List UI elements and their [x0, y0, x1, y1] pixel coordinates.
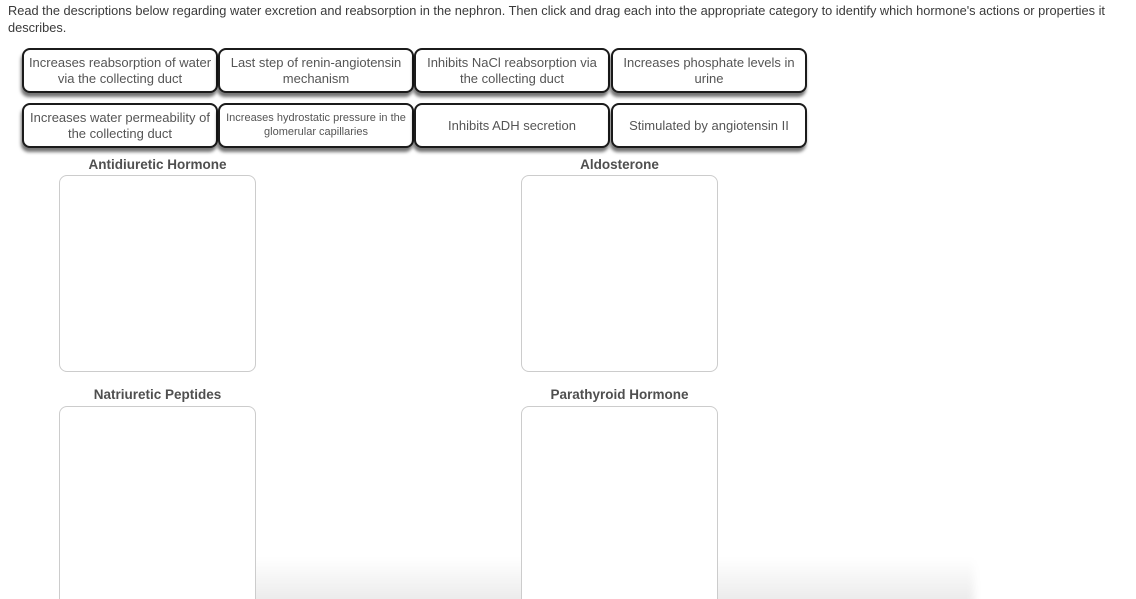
draggable-card-inhibits-nacl-reabsorption[interactable]: Inhibits NaCl reabsorption via the colle… [414, 48, 610, 93]
card-label: Inhibits NaCl reabsorption via the colle… [427, 55, 597, 86]
draggable-card-increases-water-permeability[interactable]: Increases water permeability of the coll… [22, 103, 218, 148]
draggable-card-last-step-renin-angiotensin[interactable]: Last step of renin-angiotensin mechanism [218, 48, 414, 93]
category-header-antidiuretic-hormone: Antidiuretic Hormone [88, 157, 227, 172]
card-label: Increases hydrostatic pressure in the gl… [226, 112, 406, 138]
dropzone-aldosterone[interactable] [521, 175, 718, 372]
card-label: Increases water permeability of the coll… [30, 110, 210, 141]
draggable-card-increases-reabsorption-water[interactable]: Increases reabsorption of water via the … [22, 48, 218, 93]
draggable-card-increases-hydrostatic-pressure[interactable]: Increases hydrostatic pressure in the gl… [218, 103, 414, 148]
card-label: Increases reabsorption of water via the … [28, 55, 212, 86]
dropzone-antidiuretic-hormone[interactable] [59, 175, 256, 372]
draggable-card-increases-phosphate-urine[interactable]: Increases phosphate levels in urine [611, 48, 807, 93]
card-label: Increases phosphate levels in urine [623, 55, 795, 86]
dropzone-parathyroid-hormone[interactable] [521, 406, 718, 599]
card-label: Inhibits ADH secretion [448, 117, 576, 133]
card-label: Stimulated by angiotensin II [629, 117, 789, 133]
category-header-natriuretic-peptides: Natriuretic Peptides [93, 387, 222, 402]
card-label: Last step of renin-angiotensin mechanism [230, 55, 402, 86]
draggable-card-stimulated-by-angiotensin[interactable]: Stimulated by angiotensin II [611, 103, 807, 148]
dropzone-natriuretic-peptides[interactable] [59, 406, 256, 599]
draggable-card-inhibits-adh-secretion[interactable]: Inhibits ADH secretion [414, 103, 610, 148]
category-header-aldosterone: Aldosterone [580, 157, 659, 172]
instruction-text: Read the descriptions below regarding wa… [8, 3, 1105, 35]
category-header-parathyroid-hormone: Parathyroid Hormone [550, 387, 689, 402]
